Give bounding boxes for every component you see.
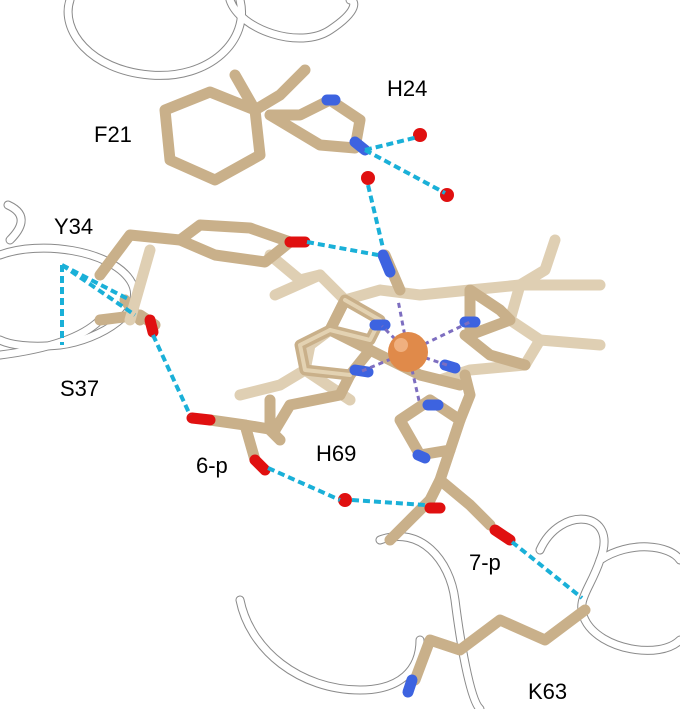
label-propionate-7p: 7-p	[469, 550, 501, 575]
residue-h24	[264, 94, 371, 156]
residue-k63	[402, 604, 591, 698]
hydrogen-bonds	[60, 135, 584, 600]
label-f21: F21	[94, 122, 132, 147]
heme-porphyrin	[234, 234, 606, 446]
axial-ligand	[377, 249, 406, 296]
residue-s37	[94, 244, 161, 338]
residue-y34	[94, 219, 311, 281]
label-h24: H24	[387, 76, 428, 101]
label-s37: S37	[60, 376, 100, 401]
label-h69: H69	[316, 441, 357, 466]
residue-h69	[384, 369, 516, 546]
label-y34: Y34	[54, 214, 94, 239]
residue-f21	[159, 64, 311, 186]
iron-atom	[388, 332, 428, 372]
water-molecules	[338, 128, 454, 507]
propionate-6p	[186, 412, 281, 476]
label-propionate-6p: 6-p	[196, 453, 228, 478]
label-k63: K63	[528, 679, 568, 704]
